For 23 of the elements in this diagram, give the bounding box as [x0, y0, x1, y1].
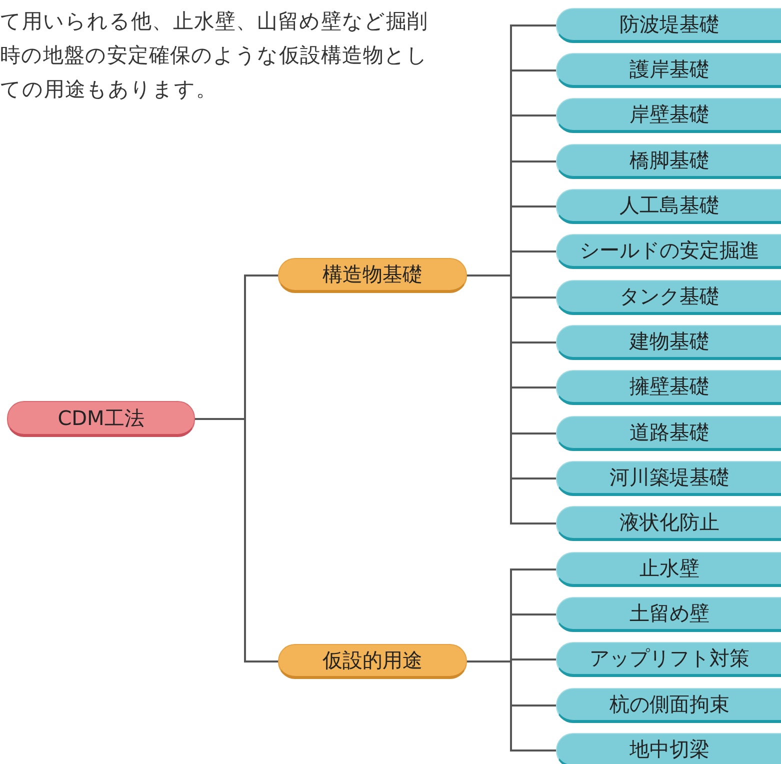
- item-node: 擁壁基礎: [556, 370, 781, 405]
- item-node: 護岸基礎: [556, 53, 781, 88]
- item-node: 液状化防止: [556, 506, 781, 541]
- item-node: 地中切梁: [556, 733, 781, 764]
- item-node: タンク基礎: [556, 280, 781, 315]
- item-node: 止水壁: [556, 552, 781, 587]
- category-node: 仮設的用途: [278, 644, 467, 679]
- item-node: シールドの安定掘進: [556, 234, 781, 269]
- item-node: 岸壁基礎: [556, 98, 781, 133]
- category-node: 構造物基礎: [278, 258, 467, 293]
- item-node: 橋脚基礎: [556, 144, 781, 179]
- item-node: 土留め壁: [556, 597, 781, 632]
- item-node: 防波堤基礎: [556, 8, 781, 43]
- root-node: CDM工法: [7, 401, 195, 437]
- item-node: 道路基礎: [556, 416, 781, 451]
- item-node: 河川築堤基礎: [556, 461, 781, 496]
- description-text: て用いられる他、止水壁、山留め壁など掘削時の地盤の安定確保のような仮設構造物としての用途もあります。: [0, 8, 429, 103]
- item-node: 建物基礎: [556, 325, 781, 360]
- item-node: アップリフト対策: [556, 642, 781, 677]
- item-node: 人工島基礎: [556, 189, 781, 224]
- item-node: 杭の側面拘束: [556, 688, 781, 723]
- connector-line: [195, 418, 278, 662]
- connector-line: [467, 274, 556, 524]
